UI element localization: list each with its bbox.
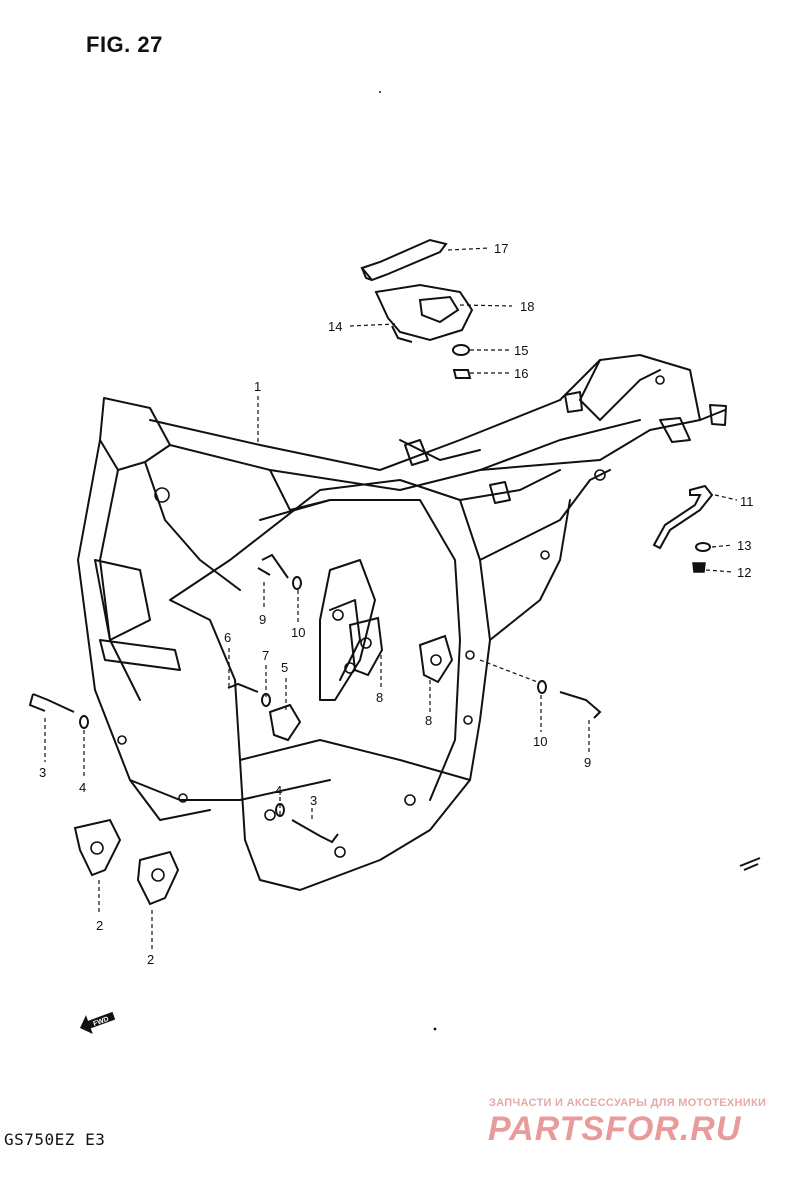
callout-16: 16 [514,366,528,381]
rear-bracket-a [659,417,691,443]
fwd-arrow-label: FWD [92,1016,109,1028]
rear-bracket-b [709,404,727,426]
callout-numbers: 1 2 2 3 3 4 4 5 6 7 8 8 9 9 10 10 11 12 … [39,241,754,967]
part-2-plate-left [73,818,122,877]
callout-12: 12 [737,565,751,580]
down-tube-left [77,439,211,821]
callout-2a: 2 [96,918,103,933]
engine-mount-inner [329,599,361,681]
bolts [28,553,602,844]
callout-14: 14 [328,319,342,334]
fwd-arrow-icon: FWD [80,1011,116,1034]
watermark-caption: ЗАПЧАСТИ И АКСЕССУАРЫ ДЛЯ МОТОТЕХНИКИ [489,1097,767,1109]
part-13-washer [695,542,711,552]
callout-9a: 9 [259,612,266,627]
callout-7: 7 [262,648,269,663]
callout-2b: 2 [147,952,154,967]
part-8-plate-a [348,616,384,677]
callout-4b: 4 [275,783,282,798]
part-12-bolt [692,562,706,573]
cradle-inner [259,499,461,801]
callout-8b: 8 [425,713,432,728]
callout-10a: 10 [291,625,305,640]
cross-tube-3 [269,469,331,511]
callout-1: 1 [254,379,261,394]
front-crossmember [144,461,241,591]
side-gusset [94,559,151,641]
cross-tube-2 [459,469,561,501]
cradle-loop [169,479,491,891]
washers [79,576,547,817]
upper-rail-left [149,399,561,471]
watermark-logo: PARTSFOR.RU [488,1110,742,1148]
callout-6: 6 [224,630,231,645]
tank-bracket-3 [564,391,583,413]
callout-11: 11 [740,494,754,509]
down-tube-left-inner [99,469,141,701]
part-5-plate [268,703,302,742]
part-18-cover [374,283,474,343]
steering-head [99,397,171,471]
part-2-plate-right [136,850,180,906]
rear-subframe-top [559,354,701,421]
callout-3a: 3 [39,765,46,780]
engine-mount-center [319,559,376,701]
tank-bracket-1 [404,439,429,466]
callout-15: 15 [514,343,528,358]
part-15-washer [452,344,470,356]
figure-title: FIG. 27 [86,32,163,57]
callout-5: 5 [281,660,288,675]
front-plate-bracket [99,639,181,671]
callout-3b: 3 [310,793,317,808]
lower-rail-right [239,739,471,781]
cross-tube-1 [399,439,481,461]
callout-18: 18 [520,299,534,314]
lower-rail-left [129,779,331,801]
rear-loop [579,359,661,421]
leader-lines [44,247,738,950]
swingarm-pivot-tube [489,499,571,641]
tank-bracket-2 [489,481,511,504]
part-8-plate-b [418,634,454,684]
upper-rail-right [169,444,601,491]
rear-subframe-rail [479,419,641,471]
part-11-bracket [652,484,714,550]
rear-down-tube [479,469,611,561]
part-16-nut [452,369,472,379]
callout-10b: 10 [533,734,547,749]
callout-9b: 9 [584,755,591,770]
callout-13: 13 [737,538,751,553]
rear-subframe-lower [599,409,726,461]
part-17-strap [360,238,448,282]
callout-17: 17 [494,241,508,256]
model-code: GS750EZ E3 [4,1130,106,1149]
callout-4a: 4 [79,780,86,795]
callout-8a: 8 [376,690,383,705]
